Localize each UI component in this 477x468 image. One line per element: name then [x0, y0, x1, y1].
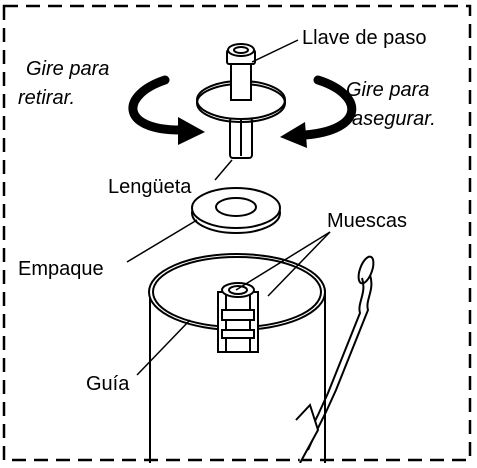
leader-lines	[126, 39, 331, 376]
gasket-part	[191, 187, 281, 234]
valve-label: Llave de paso	[302, 27, 427, 49]
turn-secure-label-line2: asegurar.	[352, 108, 436, 130]
turn-remove-label-line1: Gire para	[26, 58, 109, 80]
rotate-right-arrow	[300, 75, 357, 140]
tab-label: Lengüeta	[108, 176, 192, 198]
turn-secure-label-line1: Gire para	[346, 79, 429, 101]
chain-part	[295, 255, 375, 464]
rotate-left-arrowhead	[178, 117, 205, 145]
guide-label: Guía	[86, 373, 130, 395]
rotate-right-arrowhead	[280, 122, 307, 148]
gasket-label: Empaque	[18, 258, 104, 280]
notches-label: Muescas	[327, 210, 407, 232]
valve-part	[128, 43, 357, 159]
turn-remove-label-line2: retirar.	[18, 87, 75, 109]
dashed-frame	[2, 4, 472, 462]
rotate-left-arrow	[128, 75, 185, 135]
tube-part	[148, 253, 326, 463]
